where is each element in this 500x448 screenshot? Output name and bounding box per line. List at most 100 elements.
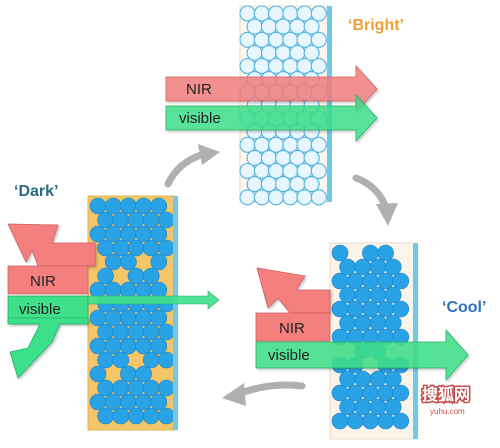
nanoparticle (150, 393, 168, 411)
nanoparticle (142, 267, 160, 285)
nanoparticle (239, 57, 256, 75)
nanoparticle (104, 281, 122, 299)
nanoparticle (158, 351, 175, 369)
nanoparticle (97, 323, 114, 341)
nanoparticle (362, 412, 379, 430)
nanoparticle (346, 412, 364, 430)
nanoparticle (104, 225, 122, 243)
nanoparticle (260, 149, 277, 166)
nanoparticle (120, 337, 137, 355)
nanoparticle (296, 31, 313, 48)
nanoparticle (275, 18, 292, 35)
cool-electrode (413, 243, 418, 439)
nanoparticle (112, 323, 130, 341)
nanoparticle (267, 162, 285, 180)
nanoparticle (354, 258, 372, 276)
nanoparticle (289, 149, 306, 166)
cool-state-panel (329, 242, 418, 440)
nanoparticle (346, 300, 364, 318)
nanoparticle (142, 351, 160, 369)
nanoparticle (310, 57, 327, 75)
nanoparticle (135, 337, 152, 355)
nanoparticle (282, 31, 299, 48)
nanoparticle (296, 136, 313, 153)
nanoparticle (267, 136, 285, 153)
nanoparticle (135, 197, 152, 215)
nanoparticle (392, 412, 410, 430)
nanoparticle (377, 272, 394, 290)
cool-nir-reflected-arrow: NIR (255, 267, 331, 342)
nanoparticle (303, 149, 320, 166)
nanoparticle (89, 225, 107, 243)
nanoparticle (377, 244, 394, 262)
nanoparticle (296, 189, 313, 206)
nanoparticle (296, 162, 313, 180)
nanoparticle (89, 393, 107, 411)
nanoparticle (142, 211, 160, 229)
nanoparticle (127, 407, 145, 425)
dark-nanoparticles (89, 197, 175, 425)
nanoparticle (246, 149, 263, 166)
nanoparticle (112, 211, 130, 229)
nanoparticle (354, 286, 372, 304)
nanoparticle (310, 136, 327, 153)
cycle-arrows (164, 144, 398, 406)
nanoparticle (135, 365, 152, 383)
nanoparticle (289, 18, 306, 35)
watermark-sub: yuhu.com (430, 407, 465, 416)
nanoparticle (239, 31, 256, 48)
nanoparticle (310, 162, 327, 180)
nanoparticle (253, 5, 270, 22)
bright-state-panel (239, 5, 332, 206)
bright-visible-label: visible (179, 110, 221, 127)
nanoparticle (331, 300, 349, 318)
cool-nanoparticles (331, 244, 410, 430)
nanoparticle (246, 44, 263, 61)
nanoparticle (127, 239, 145, 257)
nanoparticle (354, 370, 372, 388)
nanoparticle (89, 309, 107, 327)
nanoparticle (392, 384, 410, 402)
bright-electrode (327, 6, 332, 202)
nanoparticle (120, 309, 137, 327)
nanoparticle (104, 253, 122, 271)
nanoparticle (104, 197, 122, 215)
nanoparticle (127, 211, 145, 229)
nanoparticle (239, 162, 256, 180)
nanoparticle (303, 44, 320, 61)
nanoparticle (339, 398, 356, 416)
nanoparticle (354, 314, 372, 332)
nanoparticle (377, 384, 394, 402)
nanoparticle (120, 365, 137, 383)
nanoparticle (331, 272, 349, 290)
nanoparticle (392, 272, 410, 290)
nanoparticle (339, 314, 356, 332)
nanoparticle (282, 189, 299, 206)
nanoparticle (339, 286, 356, 304)
nanoparticle (150, 281, 168, 299)
bright-visible-arrow: visible (165, 93, 378, 143)
dark-visible-reflected-arrow: visible (7, 295, 89, 379)
dark-state-panel (87, 195, 178, 431)
dark-electrode (173, 196, 178, 430)
nanoparticle (97, 379, 114, 397)
cool-visible-arrow: visible (255, 328, 469, 382)
nanoparticle (135, 281, 152, 299)
nanoparticle (127, 379, 145, 397)
nanoparticle (282, 5, 299, 22)
nanoparticle (89, 197, 107, 215)
nanoparticle (246, 176, 263, 193)
nanoparticle (158, 407, 175, 425)
nanoparticle (275, 149, 292, 166)
nanoparticle (362, 300, 379, 318)
nanoparticle (282, 57, 299, 75)
nanoparticle (253, 162, 270, 180)
nanoparticle (346, 272, 364, 290)
nanoparticle (253, 136, 270, 153)
nanoparticle (150, 309, 168, 327)
nanoparticle (362, 384, 379, 402)
nanoparticle (120, 197, 137, 215)
nanoparticle (112, 379, 130, 397)
nanoparticle (384, 314, 402, 332)
